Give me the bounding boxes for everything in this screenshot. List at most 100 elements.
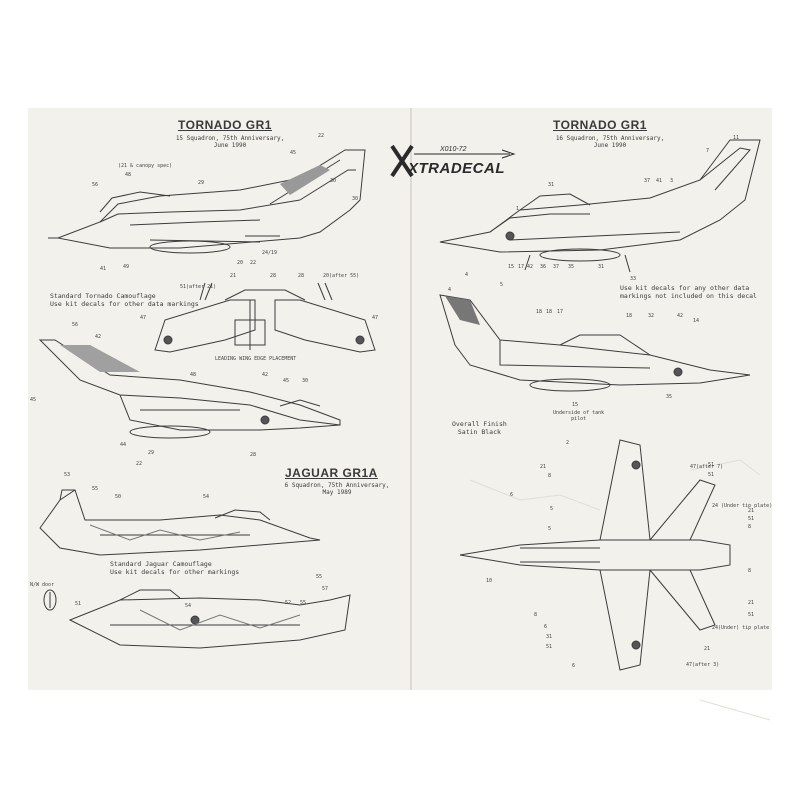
callout-number: 31 [598,264,605,270]
subtitle-line: June 1990 [213,142,247,149]
wing-note-right: 20(after 55) [323,273,360,279]
callout-number: 20 [237,260,244,266]
note-line: Use kit decals for any other data [620,284,750,292]
kit-decal-note: Use kit decals for any other data markin… [620,284,757,300]
callout-number: 36 [540,264,547,270]
tornado-title-right: TORNADO GR1 [553,118,647,132]
subtitle-line: May 1989 [322,489,352,496]
callout-number: 21 [704,646,711,652]
plan-note: 47(after 3) [686,662,720,668]
tornado-side-view-1 [48,149,366,254]
callout-number: 4 [465,272,469,278]
callout-number: 44 [120,442,127,448]
finish-note: Overall Finish Satin Black [452,420,507,436]
callout-number: 5 [548,526,552,532]
callout-number: 50 [115,494,122,500]
callout-number: 37 [644,178,651,184]
tornado-subtitle-right: 16 Squadron, 75th Anniversary, June 1990 [535,135,685,149]
callout-number: 56 [72,322,79,328]
note-line: Use kit decals for other markings [110,568,240,576]
callout-number: 48 [125,172,132,178]
logo-name: XTRADECAL [408,160,505,177]
show-through [469,459,771,721]
canopy-note: (21 & canopy spec) [118,163,173,169]
callout-number: 42 [527,264,534,270]
callout-number: 55 [300,600,307,606]
callout-number: 18 [546,309,553,315]
callout-number: 45 [283,378,290,384]
callout-number: 54 [203,494,210,500]
callout-number: 8 [748,568,752,574]
callout-number: 7 [706,148,710,154]
callout-number: 18 [536,309,543,315]
callout-number: 8 [748,524,752,530]
tornado-subtitle-left: 15 Squadron, 75th Anniversary, June 1990 [150,135,310,149]
callout-number: 51 [546,644,553,650]
subtitle-line: 6 Squadron, 75th Anniversary, [284,482,390,489]
plan-note: 24 (Under tip plate) [712,503,773,509]
callout-number: 29 [148,450,155,456]
callout-number: 22 [250,260,257,266]
callout-number: 14 [693,318,700,324]
callout-number: 54 [185,603,192,609]
callout-number: 22 [136,461,143,467]
callout-number: 55 [316,574,323,580]
plan-note: 47(after 7) [690,464,724,470]
callout-number: 15 [508,264,515,270]
door-note: N/W door [30,582,55,588]
jaguar-side-view-2 [68,589,351,649]
callout-number: 48 [190,372,197,378]
subtitle-line: 16 Squadron, 75th Anniversary, [555,135,665,142]
callout-number: 31 [548,182,555,188]
callout-number: 52 [285,600,292,606]
callout-number: 1 [516,206,520,212]
callout-number: 28 [298,273,305,279]
callout-number: 15 [572,402,579,408]
tornado-plan-view [459,439,731,671]
callout-number: 51 [75,601,82,607]
camouflage-note-jaguar: Standard Jaguar Camouflage Use kit decal… [110,560,239,576]
wing-caption: LEADING WING EDGE PLACEMENT [215,356,297,362]
note-line: markings not included on this decal [620,292,757,300]
callout-number: 49 [123,264,130,270]
callout-number: 8 [534,612,538,618]
callout-number: 22 [318,133,325,139]
callout-number: 29 [198,180,205,186]
logo-mark [390,144,516,178]
callout-number: 41 [656,178,663,184]
note-line: Standard Jaguar Camouflage [110,560,212,568]
callout-number: 21 [540,464,547,470]
callout-number: 51 [748,612,755,618]
tornado-side-view-2 [38,339,341,439]
callout-number: 11 [733,135,740,141]
callout-number: 42 [95,334,102,340]
callout-number: 35 [666,394,673,400]
callout-number: 21 [748,508,755,514]
callout-number: 28 [250,452,257,458]
note-line: Use kit decals for other data markings [50,300,199,308]
callout-number: 18 [626,313,633,319]
callout-number: 55 [92,486,99,492]
note-line: Underside of tank [553,410,605,416]
subtitle-line: 15 Squadron, 75th Anniversary, [175,135,285,142]
callout-number: 24/19 [262,250,278,256]
callout-number: 21 [230,273,237,279]
callout-number: 41 [100,266,107,272]
callout-number: 35 [568,264,575,270]
callout-number: 3 [670,178,674,184]
callout-number: 31 [546,634,553,640]
tornado-side-view-3 [439,139,761,273]
note-line: Satin Black [457,428,501,436]
callout-number: 6 [572,663,576,669]
callout-number: 51 [748,516,755,522]
wing-note-left: 51(after 21) [180,284,217,290]
callout-number: 51 [708,462,715,468]
callout-number: 5 [500,282,504,288]
callout-number: 45 [30,397,37,403]
callout-number: 33 [630,276,637,282]
callout-number: 45 [290,150,297,156]
callout-number: 42 [262,372,269,378]
callout-number: 37 [553,264,560,270]
callout-number: 56 [92,182,99,188]
